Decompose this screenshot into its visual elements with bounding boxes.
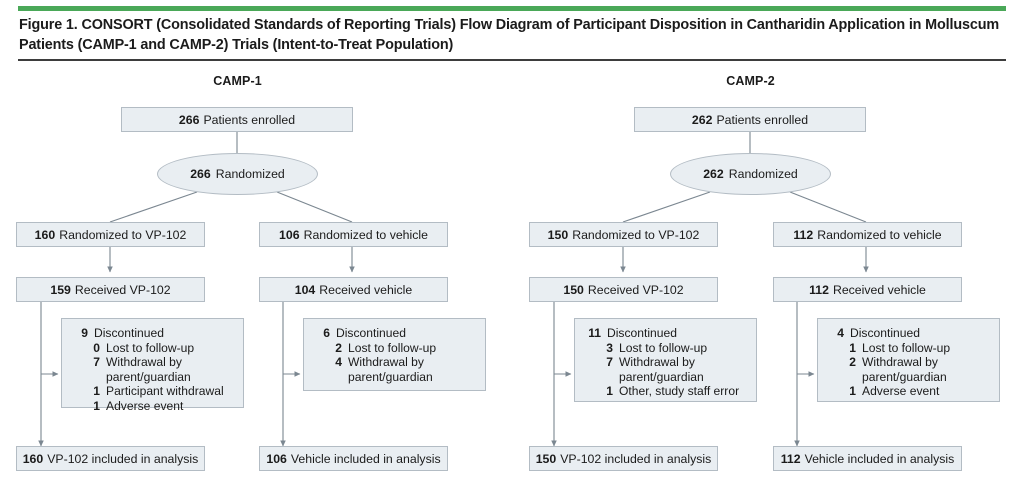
node-label: Vehicle included in analysis [290,451,441,466]
node-label: Patients enrolled [716,112,809,127]
node-count: 262 [703,167,724,181]
node-label: Randomized to vehicle [303,227,428,242]
disc-reason: 1 Adverse event [93,398,184,413]
node-count: 150 [535,451,557,466]
node-camp2-randomized: 262 Randomized [670,153,831,195]
node-label: Received VP-102 [74,282,171,297]
node-label: Randomized to VP-102 [59,227,187,242]
figure-caption: Figure 1. CONSORT (Consolidated Standard… [19,17,999,53]
node-camp1-randomized: 266 Randomized [157,153,318,195]
node-label: Randomized [215,167,285,181]
panel-title-camp-1: CAMP-1 [213,74,262,88]
node-label: Received vehicle [319,282,413,297]
disc-reason: 1 Other, study staff error [606,384,740,399]
disc-reason: 1 Participant withdrawal [93,384,224,399]
panel-title-camp-2: CAMP-2 [726,74,775,88]
disc-reason: 2 Lost to follow-up [335,340,437,355]
node-camp2-vp102-discontinued: 11 Discontinued 3 Lost to follow-up 7 Wi… [574,318,757,402]
node-camp2-vehicle-discontinued: 4 Discontinued 1 Lost to follow-up 2 Wit… [817,318,1000,402]
node-camp1-vehicle-allocated: 106 Randomized to vehicle [259,222,448,247]
node-camp1-vehicle-received: 104 Received vehicle [259,277,448,302]
disc-reason: 4 Withdrawal by [335,355,424,370]
disc-reason: 3 Lost to follow-up [606,340,708,355]
disc-reason: 1 Lost to follow-up [849,340,951,355]
node-camp1-vehicle-analyzed: 106 Vehicle included in analysis [259,446,448,471]
disc-heading: 6 Discontinued [323,326,406,340]
node-camp2-vp102-analyzed: 150 VP-102 included in analysis [529,446,718,471]
node-camp1-vehicle-discontinued: 6 Discontinued 2 Lost to follow-up 4 Wit… [303,318,486,391]
node-camp2-vp102-allocated: 150 Randomized to VP-102 [529,222,718,247]
top-accent-rule [18,6,1006,11]
node-count: 112 [780,451,801,466]
node-label: Received vehicle [832,282,926,297]
node-label: Randomized [728,167,798,181]
node-count: 160 [22,451,44,466]
node-count: 106 [279,227,300,242]
disc-heading: 9 Discontinued [81,326,164,340]
node-camp1-vp102-allocated: 160 Randomized to VP-102 [16,222,205,247]
node-label: Randomized to VP-102 [572,227,700,242]
disc-reason: 1 Adverse event [849,384,940,399]
node-count: 104 [294,282,316,297]
node-count: 160 [34,227,56,242]
node-camp1-enrolled: 266 Patients enrolled [121,107,353,132]
disc-reason: 7 Withdrawal by [93,355,182,370]
node-camp2-enrolled: 262 Patients enrolled [634,107,866,132]
disc-heading: 11 Discontinued [588,326,677,340]
node-count: 112 [809,282,829,297]
node-label: Randomized to vehicle [817,227,942,242]
node-camp2-vp102-received: 150 Received VP-102 [529,277,718,302]
node-label: Vehicle included in analysis [804,451,955,466]
disc-reason-cont: parent/guardian [348,369,433,384]
disc-reason-cont: parent/guardian [106,369,191,384]
node-count: 262 [691,112,713,127]
node-count: 150 [547,227,569,242]
header-divider-rule [18,59,1006,61]
node-camp2-vehicle-received: 112 Received vehicle [773,277,962,302]
node-count: 159 [50,282,71,297]
node-camp2-vehicle-allocated: 112 Randomized to vehicle [773,222,962,247]
disc-reason: 0 Lost to follow-up [93,340,195,355]
disc-reason: 2 Withdrawal by [849,355,938,370]
node-count: 112 [793,227,814,242]
node-count: 150 [563,282,584,297]
node-count: 266 [178,112,200,127]
node-count: 106 [266,451,287,466]
node-camp1-vp102-received: 159 Received VP-102 [16,277,205,302]
node-camp2-vehicle-analyzed: 112 Vehicle included in analysis [773,446,962,471]
node-label: Patients enrolled [203,112,296,127]
node-label: VP-102 included in analysis [560,451,712,466]
disc-reason: 7 Withdrawal by [606,355,695,370]
node-camp1-vp102-analyzed: 160 VP-102 included in analysis [16,446,205,471]
node-count: 266 [190,167,211,181]
node-label: VP-102 included in analysis [47,451,199,466]
disc-reason-cont: parent/guardian [862,369,947,384]
node-label: Received VP-102 [587,282,684,297]
node-camp1-vp102-discontinued: 9 Discontinued 0 Lost to follow-up 7 Wit… [61,318,244,413]
disc-reason-cont: parent/guardian [619,369,704,384]
disc-heading: 4 Discontinued [837,326,920,340]
